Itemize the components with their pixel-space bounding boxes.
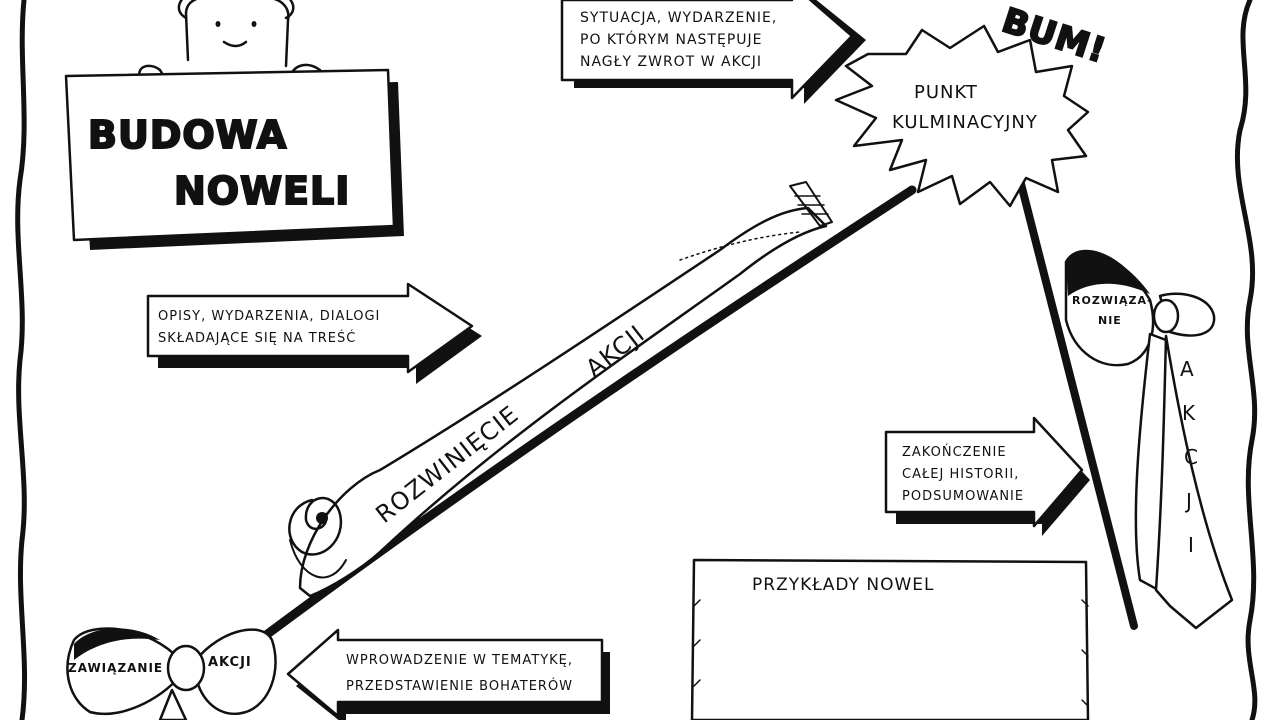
resolution-note-line3: PODSUMOWANIE xyxy=(902,489,1024,504)
resolution-bow: ROZWIĄZA- NIE A K C J I xyxy=(1064,249,1234,630)
left-border xyxy=(15,0,28,720)
ribbon-letter-j: J xyxy=(1184,489,1193,513)
action-rising-line xyxy=(241,185,917,655)
bow-left-label-right: AKCJI xyxy=(208,655,252,670)
development-scroll: ROZWINIĘCIE AKCJI xyxy=(288,181,833,598)
examples-box: PRZYKŁADY NOWEL xyxy=(690,558,1090,720)
bow-left-label-left: ZAWIĄZANIE xyxy=(68,661,163,675)
resolution-note-line2: CAŁEJ HISTORII, xyxy=(902,467,1019,482)
exposition-note-arrow: WPROWADZENIE W TEMATYKĘ, PRZEDSTAWIENIE … xyxy=(286,628,610,720)
development-note-arrow: OPISY, WYDARZENIA, DIALOGI SKŁADAJĄCE SI… xyxy=(146,282,482,384)
climax-note-line2: PO KTÓRYM NASTĘPUJE xyxy=(580,30,763,48)
climax-note-line1: SYTUACJA, WYDARZENIE, xyxy=(580,10,777,26)
title-sign: BUDOWA NOWELI xyxy=(64,68,404,250)
climax-label-line2: KULMINACYJNY xyxy=(892,112,1038,133)
development-note-line1: OPISY, WYDARZENIA, DIALOGI xyxy=(158,309,380,324)
title-line2: NOWELI xyxy=(174,169,350,213)
exposition-bow: ZAWIĄZANIE AKCJI xyxy=(66,627,277,720)
climax-label-line1: PUNKT xyxy=(914,82,978,103)
title-line1: BUDOWA xyxy=(88,113,287,157)
resolution-note-arrow: ZAKOŃCZENIE CAŁEJ HISTORII, PODSUMOWANIE xyxy=(884,416,1090,536)
ribbon-letter-c: C xyxy=(1184,445,1199,469)
ribbon-letter-a: A xyxy=(1180,357,1195,381)
resolution-note-line1: ZAKOŃCZENIE xyxy=(902,444,1007,460)
bow-right-label-line2: NIE xyxy=(1098,314,1122,327)
climax-note-arrow: SYTUACJA, WYDARZENIE, PO KTÓRYM NASTĘPUJ… xyxy=(560,0,866,104)
climax-note-line3: NAGŁY ZWROT W AKCJI xyxy=(580,54,762,70)
right-border xyxy=(1234,0,1258,720)
climax-explosion: PUNKT KULMINACYJNY BUM! xyxy=(834,0,1112,208)
boy-figure xyxy=(138,0,324,86)
development-note-line2: SKŁADAJĄCE SIĘ NA TREŚĆ xyxy=(158,330,356,346)
examples-box-title: PRZYKŁADY NOWEL xyxy=(752,575,935,595)
exposition-note-line2: PRZEDSTAWIENIE BOHATERÓW xyxy=(346,678,573,694)
ribbon-letter-i: I xyxy=(1188,533,1195,557)
exposition-note-line1: WPROWADZENIE W TEMATYKĘ, xyxy=(346,653,573,668)
action-falling-line xyxy=(1016,176,1138,630)
ribbon-letter-k: K xyxy=(1182,401,1196,425)
bow-right-label-line1: ROZWIĄZA- xyxy=(1072,294,1153,307)
